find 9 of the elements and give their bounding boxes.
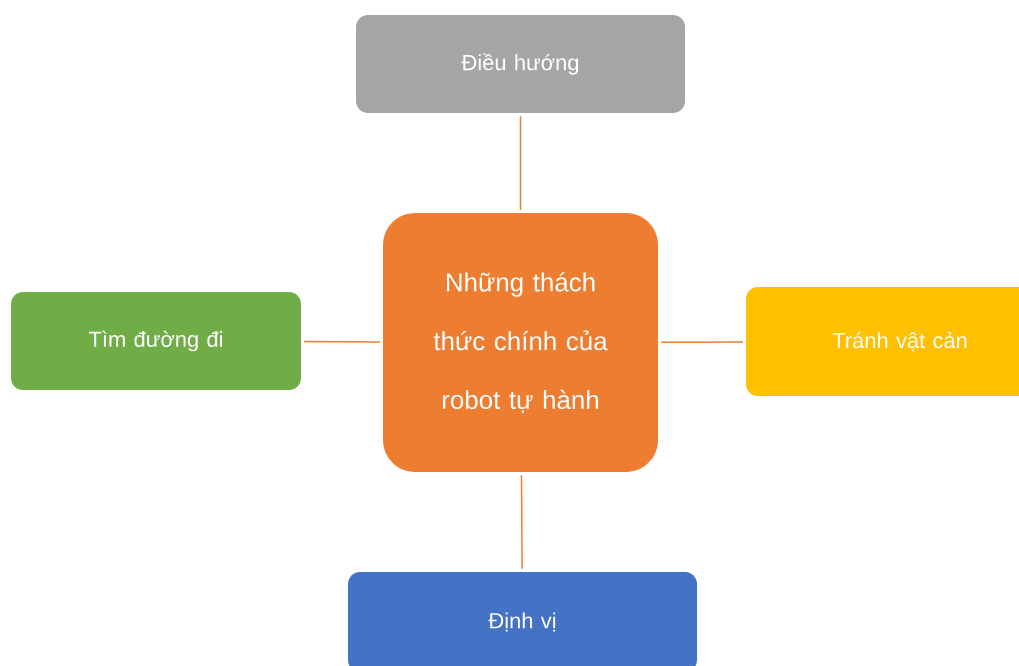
connector-line	[660, 341, 744, 343]
center-box: Những thách thức chính của robot tự hành	[383, 213, 658, 472]
connector-line	[520, 474, 523, 570]
topic-box: Định vị	[348, 572, 697, 666]
topic-box: Tránh vật cản	[746, 287, 1019, 396]
topic-box: Điều hướng	[356, 15, 685, 113]
topic-box: Tìm đường đi	[11, 292, 301, 390]
connector-line	[303, 340, 381, 343]
connector-line	[519, 115, 522, 211]
